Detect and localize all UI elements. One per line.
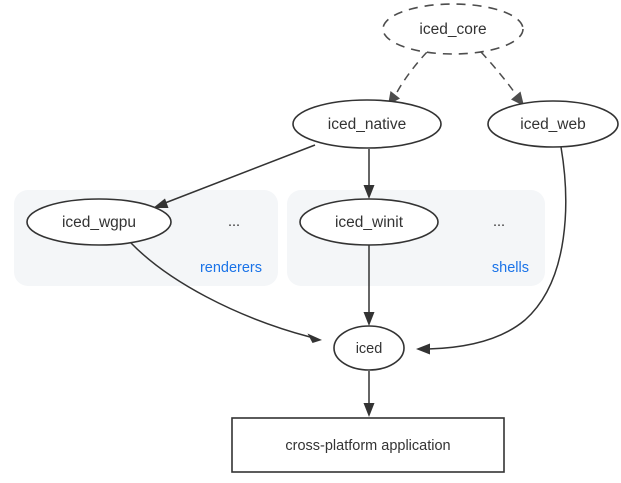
node-iced-core-label: iced_core (419, 21, 486, 38)
node-iced-winit-label: iced_winit (335, 214, 404, 231)
edge-iced-web-to-iced (416, 146, 567, 355)
node-iced-label: iced (356, 341, 383, 357)
node-cross-platform-application-label: cross-platform application (285, 438, 450, 454)
node-iced-web-label: iced_web (520, 116, 586, 133)
node-iced-native-shape[interactable] (292, 99, 442, 149)
cluster-renderers-label: renderers (200, 260, 262, 276)
edge-iced-wgpu-to-iced (130, 242, 322, 343)
node-iced-web-shape[interactable] (487, 100, 619, 148)
node-cross-platform-application-shape[interactable] (231, 417, 505, 473)
edge-iced-winit-to-iced (363, 245, 375, 326)
node-iced-native[interactable]: iced_native (292, 99, 442, 149)
node-iced-web[interactable]: iced_web (487, 100, 619, 148)
cluster-renderers-ellipsis: ... (228, 214, 240, 230)
edge-iced-core-to-iced-web (480, 51, 524, 106)
edge-iced-native-to-iced-winit (363, 149, 375, 199)
edge-iced-to-application (363, 371, 375, 417)
edge-iced-core-to-iced-native (388, 51, 428, 105)
node-iced-wgpu-shape[interactable] (26, 198, 172, 246)
node-cross-platform-application[interactable]: cross-platform application (231, 417, 505, 473)
node-iced-wgpu[interactable]: iced_wgpu (26, 198, 172, 246)
node-iced-core-shape[interactable] (382, 3, 524, 55)
edge-iced-native-to-iced-wgpu (153, 144, 316, 208)
node-iced-core[interactable]: iced_core (382, 3, 524, 55)
cluster-shells-ellipsis: ... (493, 214, 505, 230)
node-iced-wgpu-label: iced_wgpu (62, 214, 136, 231)
node-iced-shape[interactable] (333, 325, 405, 371)
node-iced-winit-shape[interactable] (299, 198, 439, 246)
node-iced[interactable]: iced (333, 325, 405, 371)
cluster-shells-label: shells (492, 260, 529, 276)
node-iced-winit[interactable]: iced_winit (299, 198, 439, 246)
node-iced-native-label: iced_native (328, 116, 406, 133)
